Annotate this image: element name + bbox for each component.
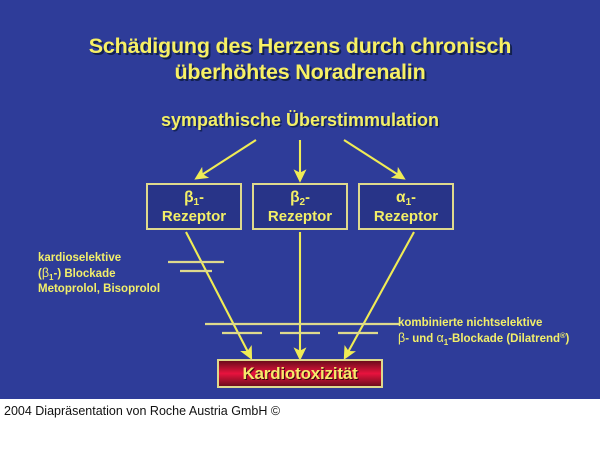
kardiotoxizitaet-box: Kardiotoxizität: [217, 359, 383, 388]
annotation-left-greek: β: [41, 266, 50, 280]
annotation-right-line2-end: ): [565, 333, 570, 345]
receptor-box-beta2: β2- Rezeptor: [252, 183, 348, 230]
receptor-beta1-greek: β: [184, 189, 194, 206]
annotation-right-line1: kombinierte nichtselektive: [398, 317, 543, 329]
kardiotoxizitaet-label: Kardiotoxizität: [242, 363, 358, 383]
annotation-kombinierte-blockade: kombinierte nichtselektive β- und α1-Blo…: [398, 316, 569, 347]
receptor-alpha1-label: Rezeptor: [373, 208, 439, 225]
receptor-beta2-greek: β: [290, 189, 300, 206]
slide-title: Schädigung des Herzens durch chronisch ü…: [0, 33, 600, 85]
diagram-arrows-layer: [168, 139, 415, 361]
blockade-symbol-kardioselektiv: [168, 260, 224, 273]
slide-title-line1: Schädigung des Herzens durch chronisch: [88, 34, 512, 58]
annotation-left-line2-rest: -) Blockade: [53, 268, 116, 280]
annotation-left-line3: Metoprolol, Bisoprolol: [38, 283, 161, 295]
receptor-beta2-label: Rezeptor: [267, 208, 333, 225]
annotation-right-greek-beta: β: [398, 331, 406, 345]
footer-bar: 2004 Diapräsentation von Roche Austria G…: [0, 399, 600, 461]
registered-trademark-icon: ®: [560, 331, 566, 340]
slide-subtitle: sympathische Überstimmulation: [160, 110, 440, 130]
arrow-to-beta1-receptor: [194, 139, 257, 180]
annotation-right-subscript: 1: [443, 337, 449, 347]
receptor-beta1-label: Rezeptor: [161, 208, 227, 225]
receptor-alpha1-greek: α: [396, 189, 406, 206]
annotation-right-line2-mid: - und: [405, 333, 437, 345]
annotation-left-line1: kardioselektive: [38, 252, 122, 264]
receptor-beta1-subscript: 1: [193, 197, 200, 208]
annotation-kardioselektive-blockade: kardioselektive (β1-) Blockade Metoprolo…: [38, 251, 160, 297]
receptor-beta2-subscript: 2: [299, 197, 306, 208]
annotation-right-line2-post: -Blockade (Dilatrend: [448, 333, 561, 345]
receptor-box-alpha1: α1- Rezeptor: [358, 183, 454, 230]
blockade-symbol-kombiniert: [205, 322, 399, 335]
slide-title-line2: überhöhtes Noradrenalin: [174, 60, 426, 84]
footer-credit-text: 2004 Diapräsentation von Roche Austria G…: [4, 404, 281, 418]
receptor-beta1-dash: -: [199, 190, 204, 206]
receptor-box-beta1: β1- Rezeptor: [146, 183, 242, 230]
annotation-left-line2-open: (: [38, 268, 42, 280]
annotation-left-subscript: 1: [49, 272, 54, 282]
arrow-beta1-to-toxicity: [185, 231, 253, 360]
receptor-alpha1-subscript: 1: [405, 197, 412, 208]
receptor-alpha1-dash: -: [411, 190, 416, 206]
slide-canvas: Schädigung des Herzens durch chronisch ü…: [0, 0, 600, 399]
annotation-right-greek-alpha: α: [436, 331, 444, 345]
arrow-to-alpha1-receptor: [343, 139, 406, 180]
receptor-beta2-dash: -: [305, 190, 310, 206]
